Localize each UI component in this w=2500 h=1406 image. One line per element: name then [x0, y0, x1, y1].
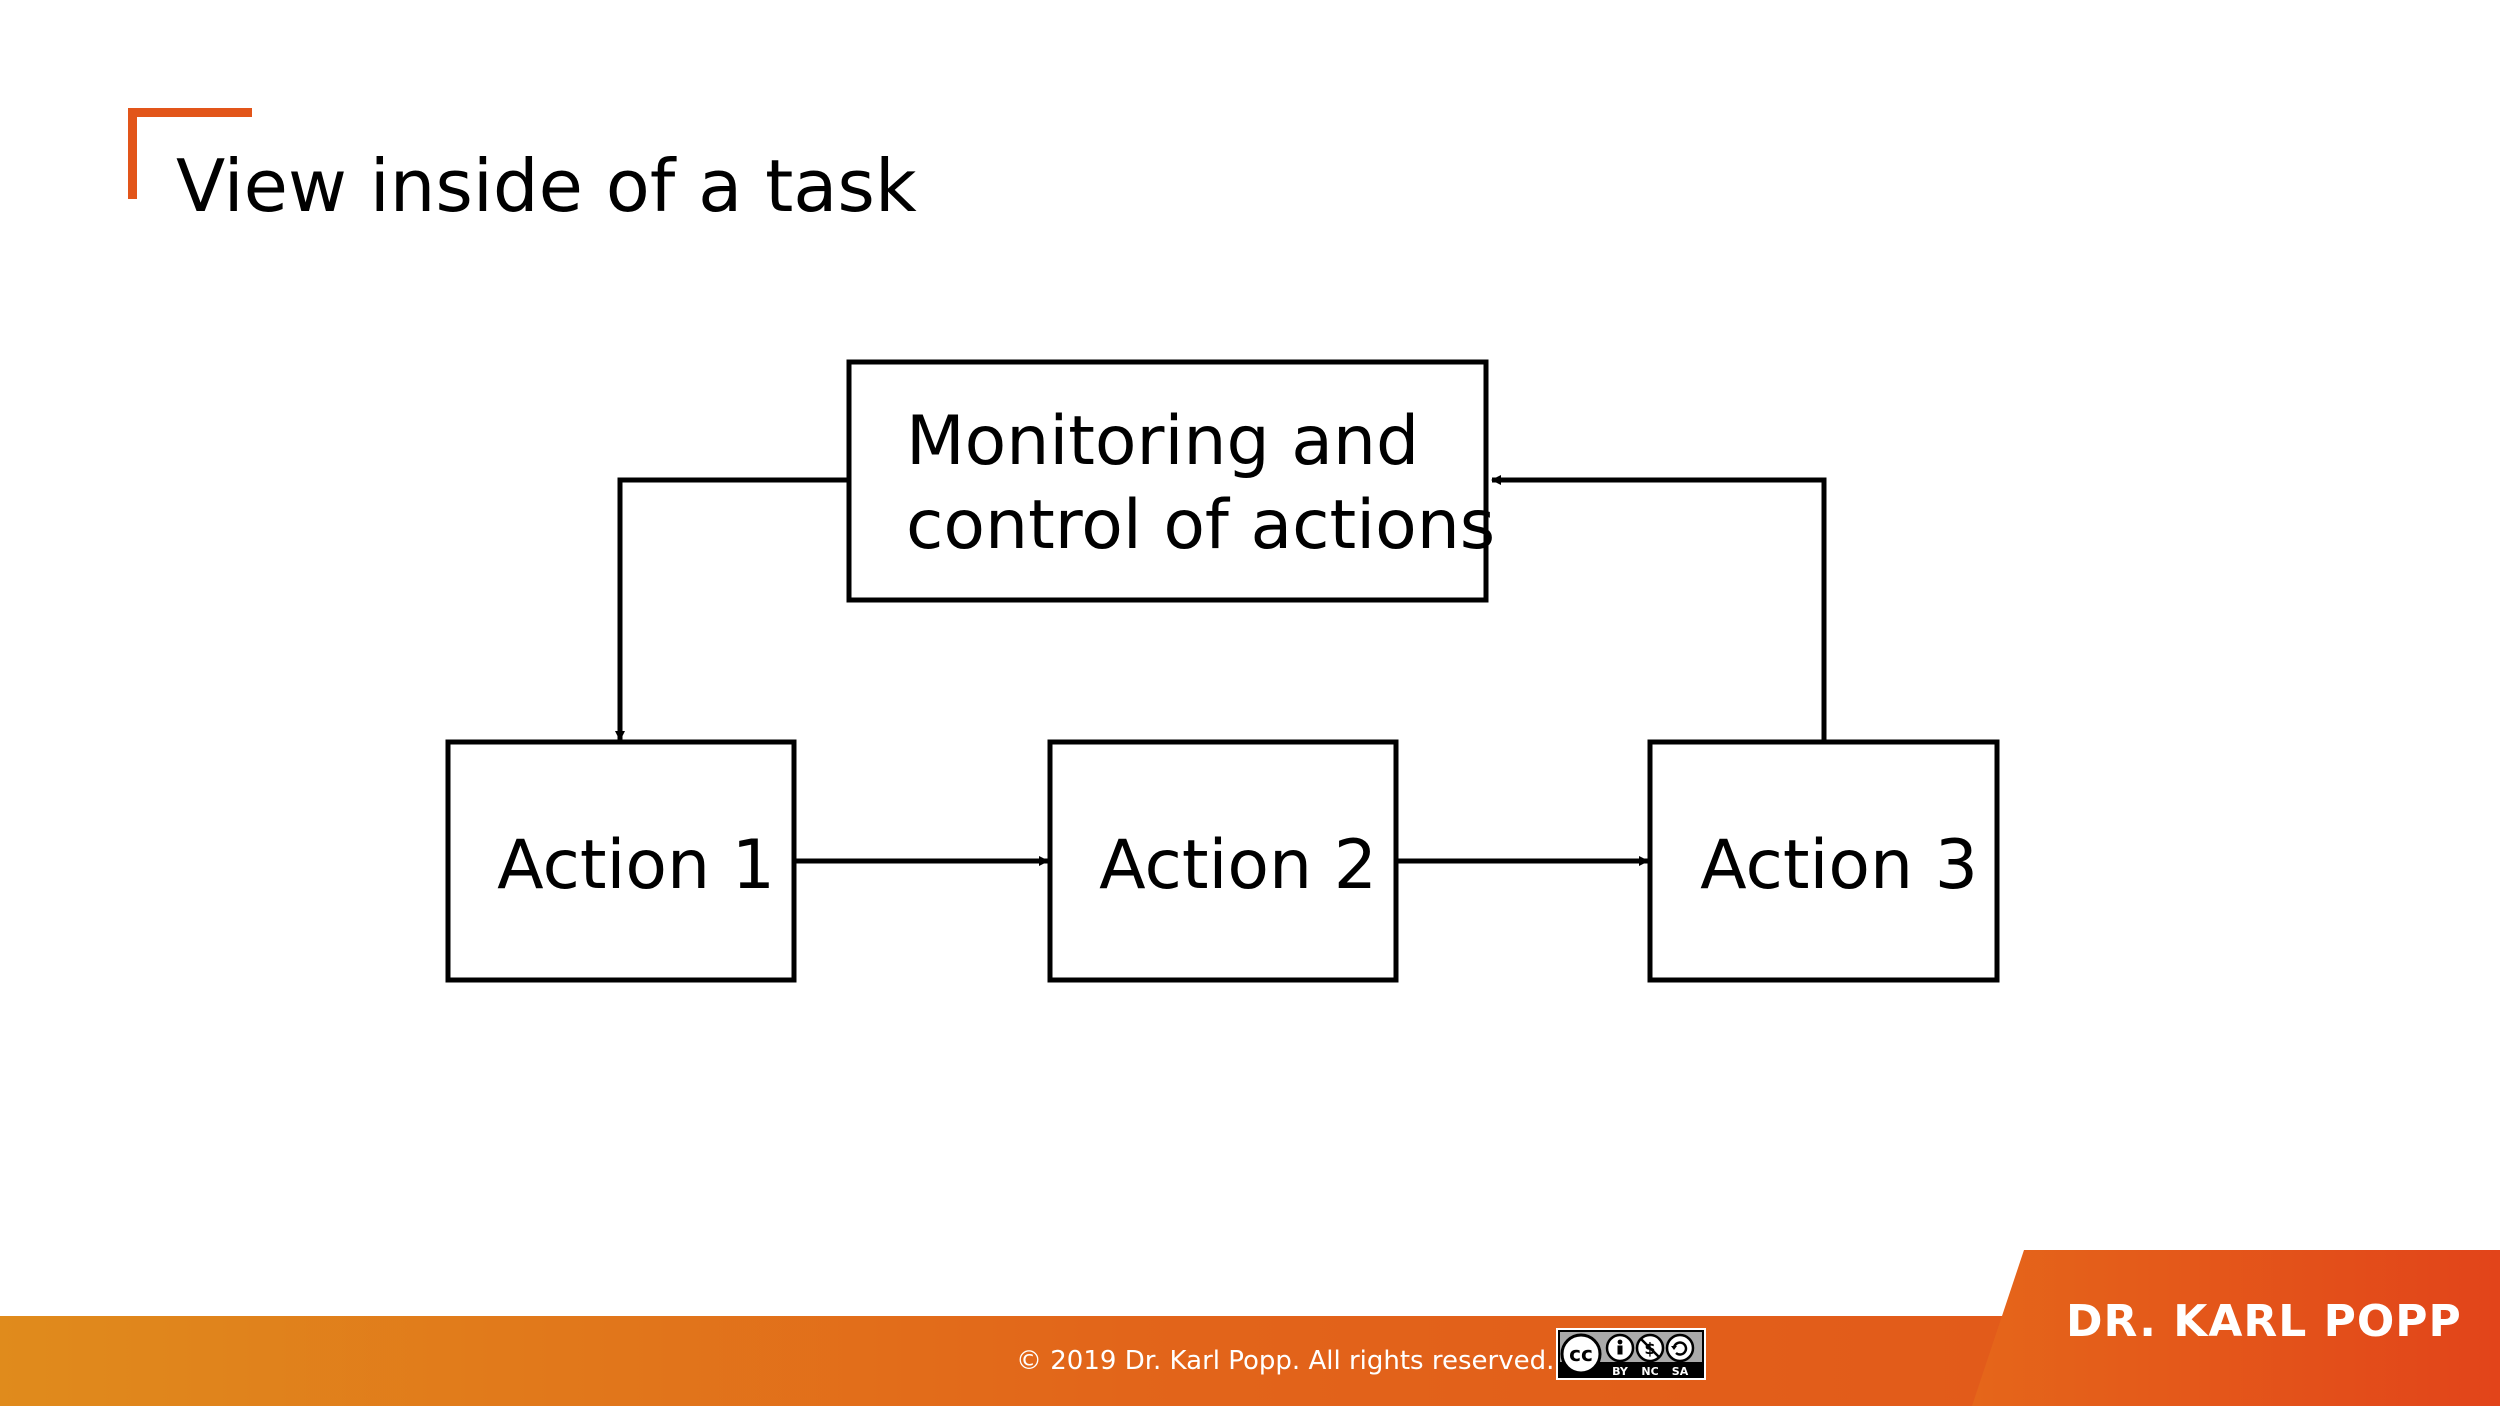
task-diagram: Monitoring and control of actions Action…	[445, 359, 2000, 983]
node-action3-box	[1647, 739, 2000, 983]
title-accent-bar	[128, 108, 252, 117]
creative-commons-icon: cc $ BY NC SA	[1560, 1332, 1702, 1378]
footer-brand-tab	[1972, 1250, 2500, 1406]
sa-sharealike-icon	[1665, 1333, 1695, 1363]
slide-title: View inside of a task	[176, 144, 917, 228]
title-accent-bar-vertical	[128, 108, 137, 199]
node-action2-box	[1047, 739, 1399, 983]
node-action1: Action 1	[445, 739, 797, 983]
edge-action3-to-monitoring	[1491, 475, 1827, 740]
node-monitoring-box	[846, 359, 1489, 603]
cc-license-badge: cc $ BY NC SA	[1556, 1328, 1706, 1380]
node-action1-label: Action 1	[497, 826, 775, 905]
svg-text:cc: cc	[1569, 1342, 1593, 1366]
node-action2-label: Action 2	[1099, 826, 1377, 905]
node-action2: Action 2	[1047, 739, 1399, 983]
license-term-sa: SA	[1672, 1365, 1689, 1378]
license-term-nc: NC	[1641, 1365, 1658, 1378]
copyright-text: © 2019 Dr. Karl Popp. All rights reserve…	[1016, 1346, 1555, 1376]
node-action3: Action 3	[1647, 739, 2000, 983]
node-monitoring: Monitoring and control of actions	[846, 359, 1495, 603]
node-monitoring-label-line-1: Monitoring and	[906, 402, 1419, 481]
node-action1-box	[445, 739, 797, 983]
edge-monitoring-to-action1	[615, 477, 848, 741]
node-monitoring-label-line-2: control of actions	[906, 486, 1495, 565]
license-term-by: BY	[1612, 1365, 1629, 1378]
node-action3-label: Action 3	[1700, 826, 1978, 905]
brand-name: DR. KARL POPP	[2066, 1296, 2462, 1347]
